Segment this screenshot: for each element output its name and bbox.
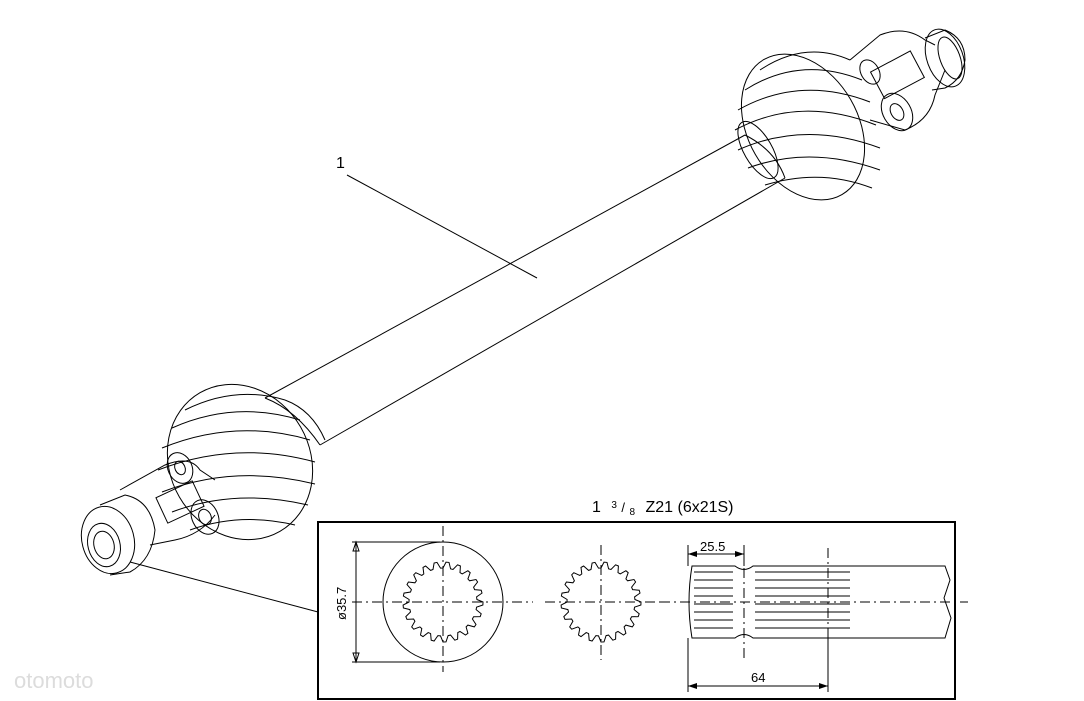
watermark-text: otomoto: [14, 668, 94, 693]
spline-length-label: 25.5: [700, 539, 725, 554]
shaft-section-view: [545, 545, 660, 660]
diameter-label: ø35.7: [334, 587, 349, 620]
total-length-label: 64: [751, 670, 765, 685]
spline-grooves: [694, 571, 850, 629]
spec-size-den: 8: [629, 507, 635, 518]
upper-guard-cone: [734, 51, 881, 201]
spec-heading: 1 3 / 8 Z21 (6x21S): [592, 495, 734, 519]
hub-spline-bore: [402, 561, 484, 643]
detail-box: 1 3 / 8 Z21 (6x21S) ø35.7: [317, 495, 968, 700]
upper-universal-joint: [849, 28, 966, 132]
detail-frame: [317, 521, 956, 700]
pto-shaft-assembly: 1: [80, 28, 966, 613]
part-number-label: 1: [336, 155, 345, 172]
detail-leader-line: [129, 561, 319, 613]
lower-guard-cone: [157, 383, 326, 541]
part-leader-line: [346, 174, 538, 279]
shaft-spline-profile: [560, 561, 642, 643]
spec-size-whole: 1: [592, 499, 601, 516]
shaft-tube: [264, 134, 786, 446]
hub-section-view: ø35.7: [334, 526, 533, 672]
lower-universal-joint: [80, 452, 220, 576]
spec-size-num: 3: [611, 500, 617, 511]
shaft-side-view: 25.5 64: [660, 539, 968, 692]
spec-size-slash: /: [621, 500, 625, 515]
spec-spline: Z21 (6x21S): [645, 499, 733, 516]
